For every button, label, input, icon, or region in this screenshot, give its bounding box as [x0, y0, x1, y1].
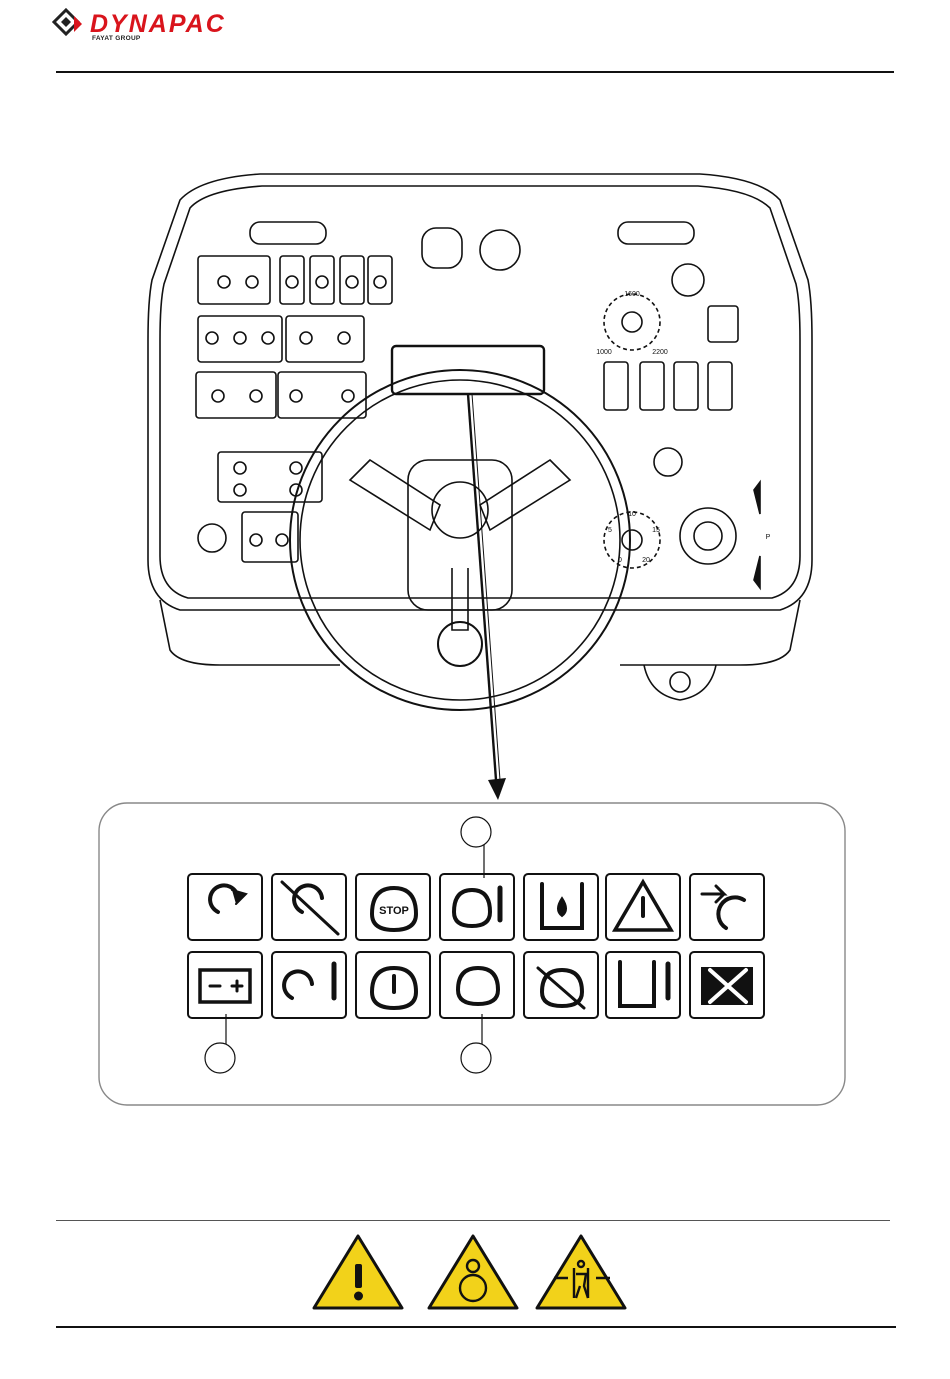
- stop-lamp-label: STOP: [379, 905, 409, 917]
- indicator-lamps-detail: STOP: [98, 802, 846, 1106]
- header-rule: [56, 71, 894, 73]
- rpm-label-1000: 1000: [596, 349, 612, 356]
- footer-rule: [56, 1326, 896, 1328]
- speed-label-10: 10: [628, 511, 636, 518]
- dynapac-logo: DYNAPAC FAYAT GROUP: [52, 6, 312, 46]
- rpm-label-2200: 2200: [652, 349, 668, 356]
- brand-subtitle: FAYAT GROUP: [92, 35, 141, 42]
- parking-label: P: [766, 534, 771, 541]
- speed-label-0: 0: [618, 557, 622, 564]
- speed-label-5: 5: [608, 527, 612, 534]
- speed-label-15: 15: [652, 527, 660, 534]
- dynapac-diamond-icon: [52, 8, 88, 44]
- control-panel-illustration: 1600 1000 2200 10 5 15 0 20 P: [140, 160, 820, 720]
- crush-warning-sign: [537, 1236, 625, 1308]
- rpm-label-1600: 1600: [624, 291, 640, 298]
- section-rule: [56, 1220, 890, 1221]
- speed-label-20: 20: [642, 557, 650, 564]
- warning-signs: [310, 1232, 640, 1312]
